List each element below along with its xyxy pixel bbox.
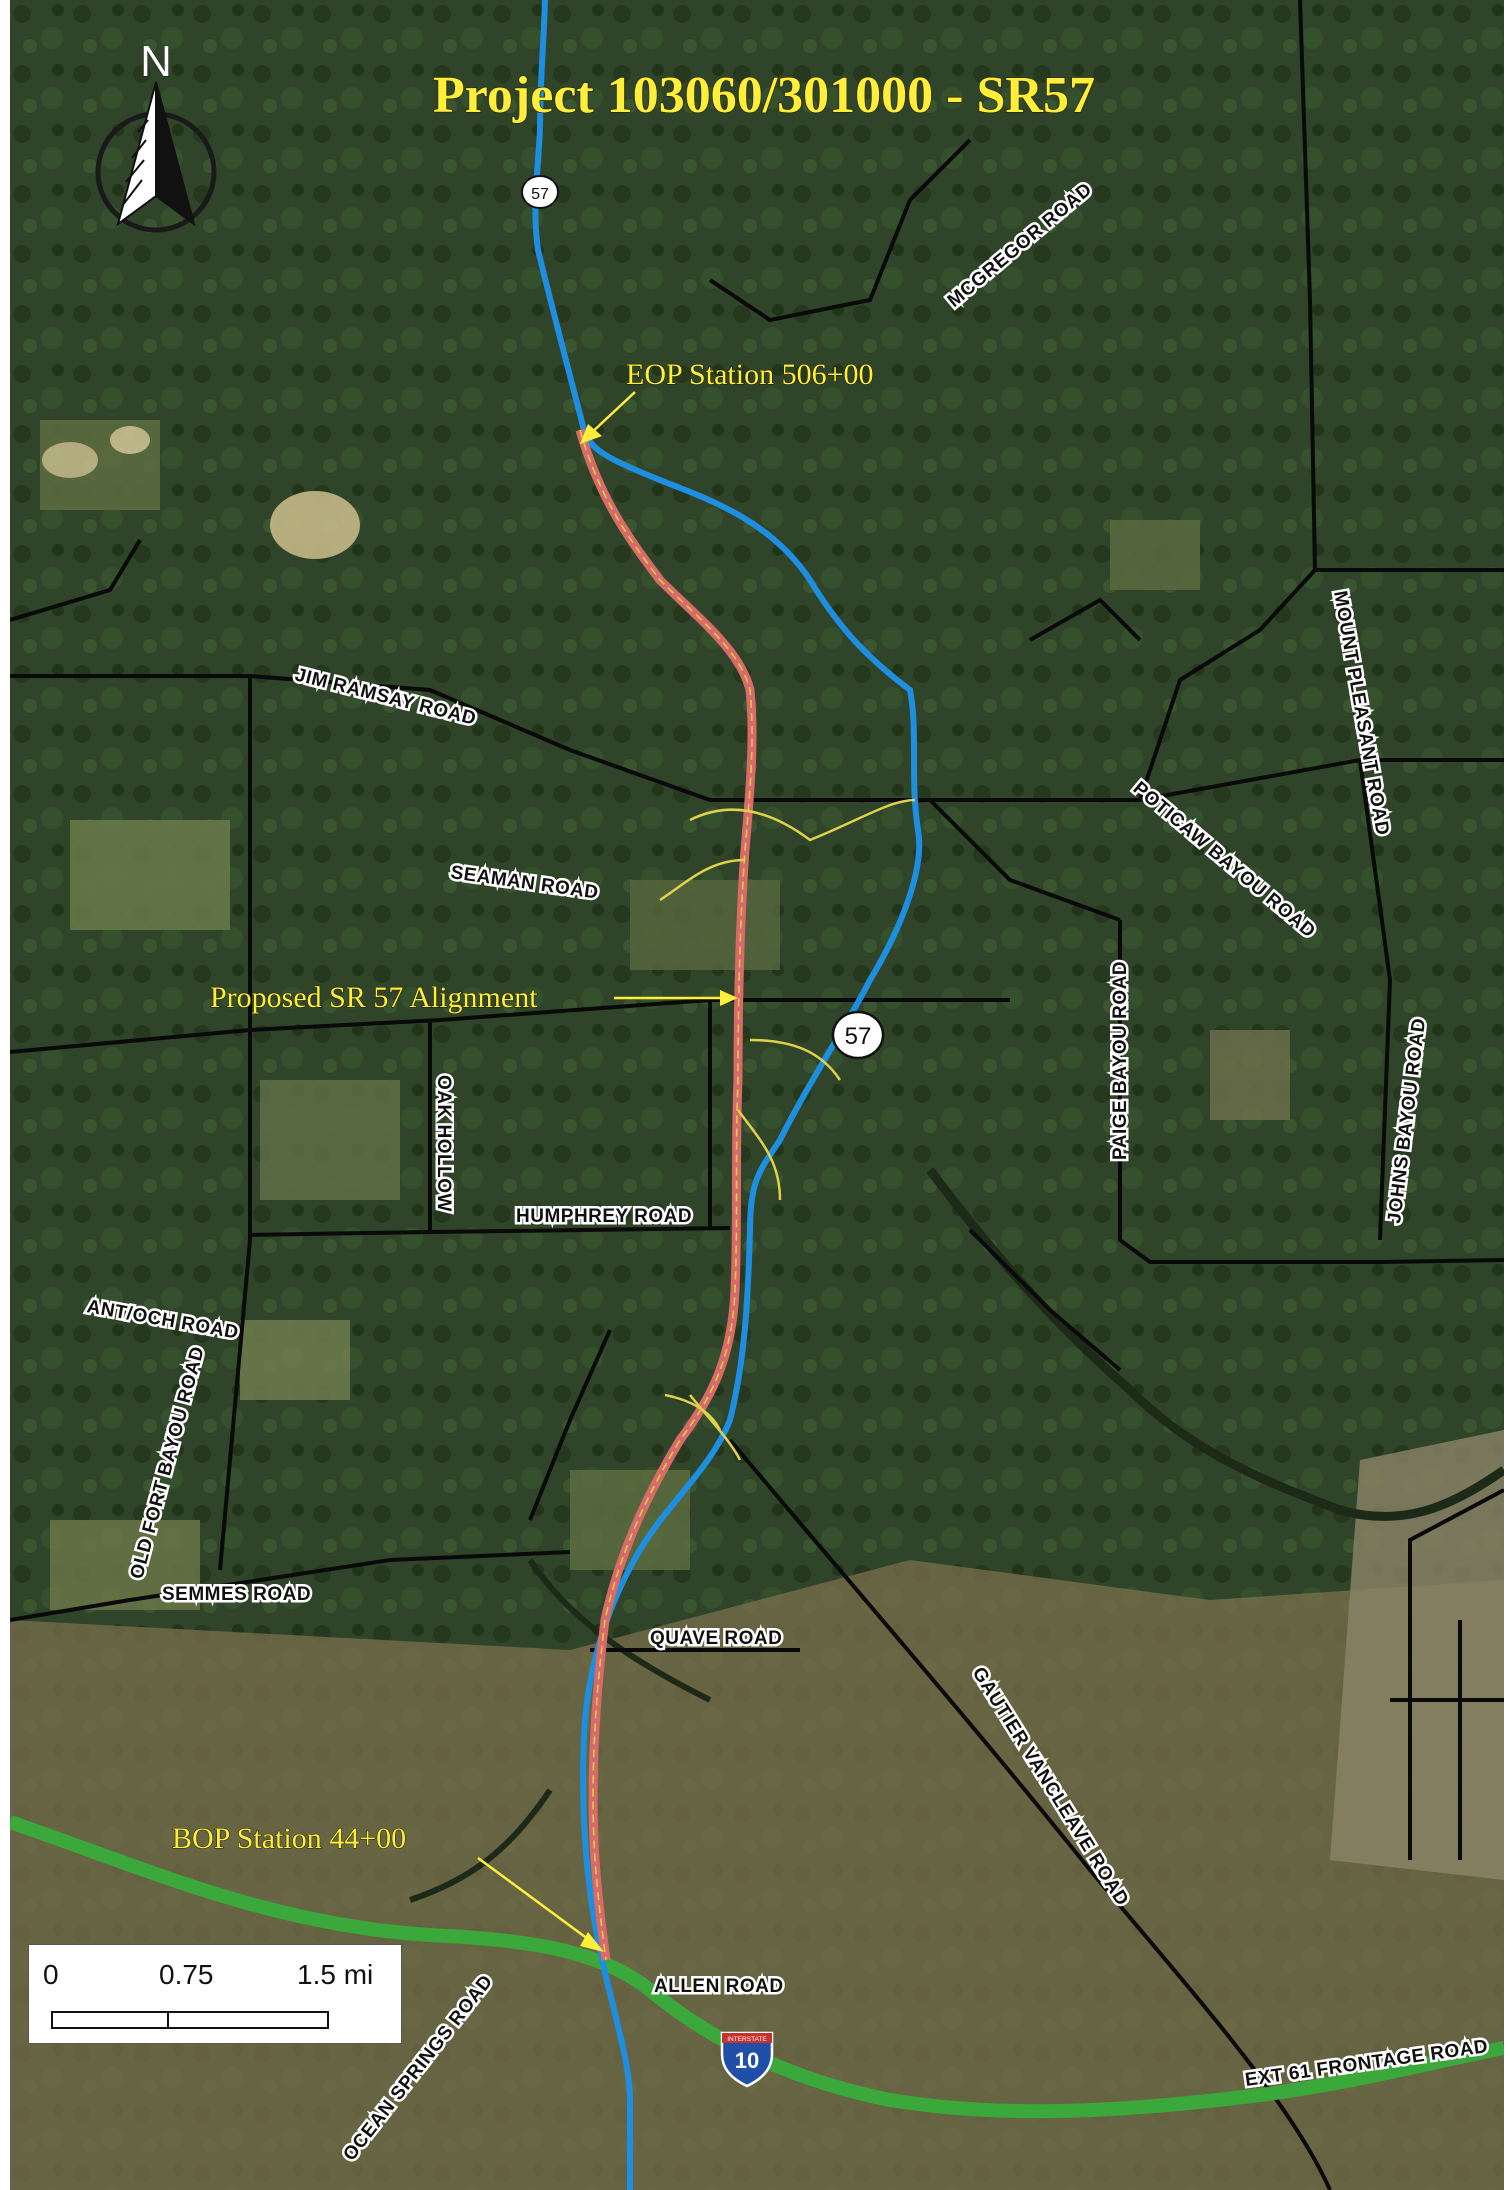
map-frame[interactable]: Project 103060/301000 - SR57 N 57 57 INT… [10,0,1504,2190]
scale-label-end: 1.5 mi [297,1959,374,1990]
scale-bar: 0 0.75 1.5 mi [28,1944,402,2044]
road-label-quave: QUAVE ROAD [650,1628,782,1649]
map-title: Project 103060/301000 - SR57 [433,67,1095,124]
interchange-ramps [659,798,916,1461]
svg-text:10: 10 [735,2048,759,2073]
proposed-alignment-line [575,428,757,1961]
proposed-alignment-label: Proposed SR 57 Alignment [210,981,538,1014]
road-label-paige-bayou: PAIGE BAYOU ROAD [1110,961,1131,1160]
eop-leader-line [587,391,636,437]
local-roads [10,0,1504,2190]
bop-arrowhead [580,1932,604,1952]
sr57-shield-mid: 57 [831,1010,885,1060]
scale-label-0: 0 [43,1959,59,1990]
eop-arrowhead [580,424,602,444]
existing-sr57-line [532,0,923,2190]
road-label-humphrey: HUMPHREY ROAD [516,1206,692,1227]
svg-text:57: 57 [531,186,549,203]
scale-label-mid: 0.75 [159,1959,214,1990]
north-arrow-icon: N [95,37,217,233]
road-label-allen: ALLEN ROAD [654,1976,784,1997]
bop-station-label: BOP Station 44+00 [172,1822,406,1855]
road-label-oak-hollow: OAK HOLLOW [433,1075,454,1212]
north-arrow-label: N [140,37,172,86]
eop-station-label: EOP Station 506+00 [626,358,874,391]
svg-text:INTERSTATE: INTERSTATE [727,2036,767,2043]
road-label-semmes: SEMMES ROAD [162,1584,311,1605]
scale-bar-rect [51,2011,329,2029]
land-patches [40,420,1290,1610]
bop-leader-line [477,1856,593,1944]
svg-text:57: 57 [845,1023,872,1050]
proposed-arrowhead [720,990,738,1006]
scale-bar-tick [167,2011,169,2029]
i10-shield: INTERSTATE 10 [720,2031,774,2088]
map-canvas[interactable]: Project 103060/301000 - SR57 N 57 57 INT… [10,0,1504,2190]
sr57-shield-top: 57 [521,175,559,209]
